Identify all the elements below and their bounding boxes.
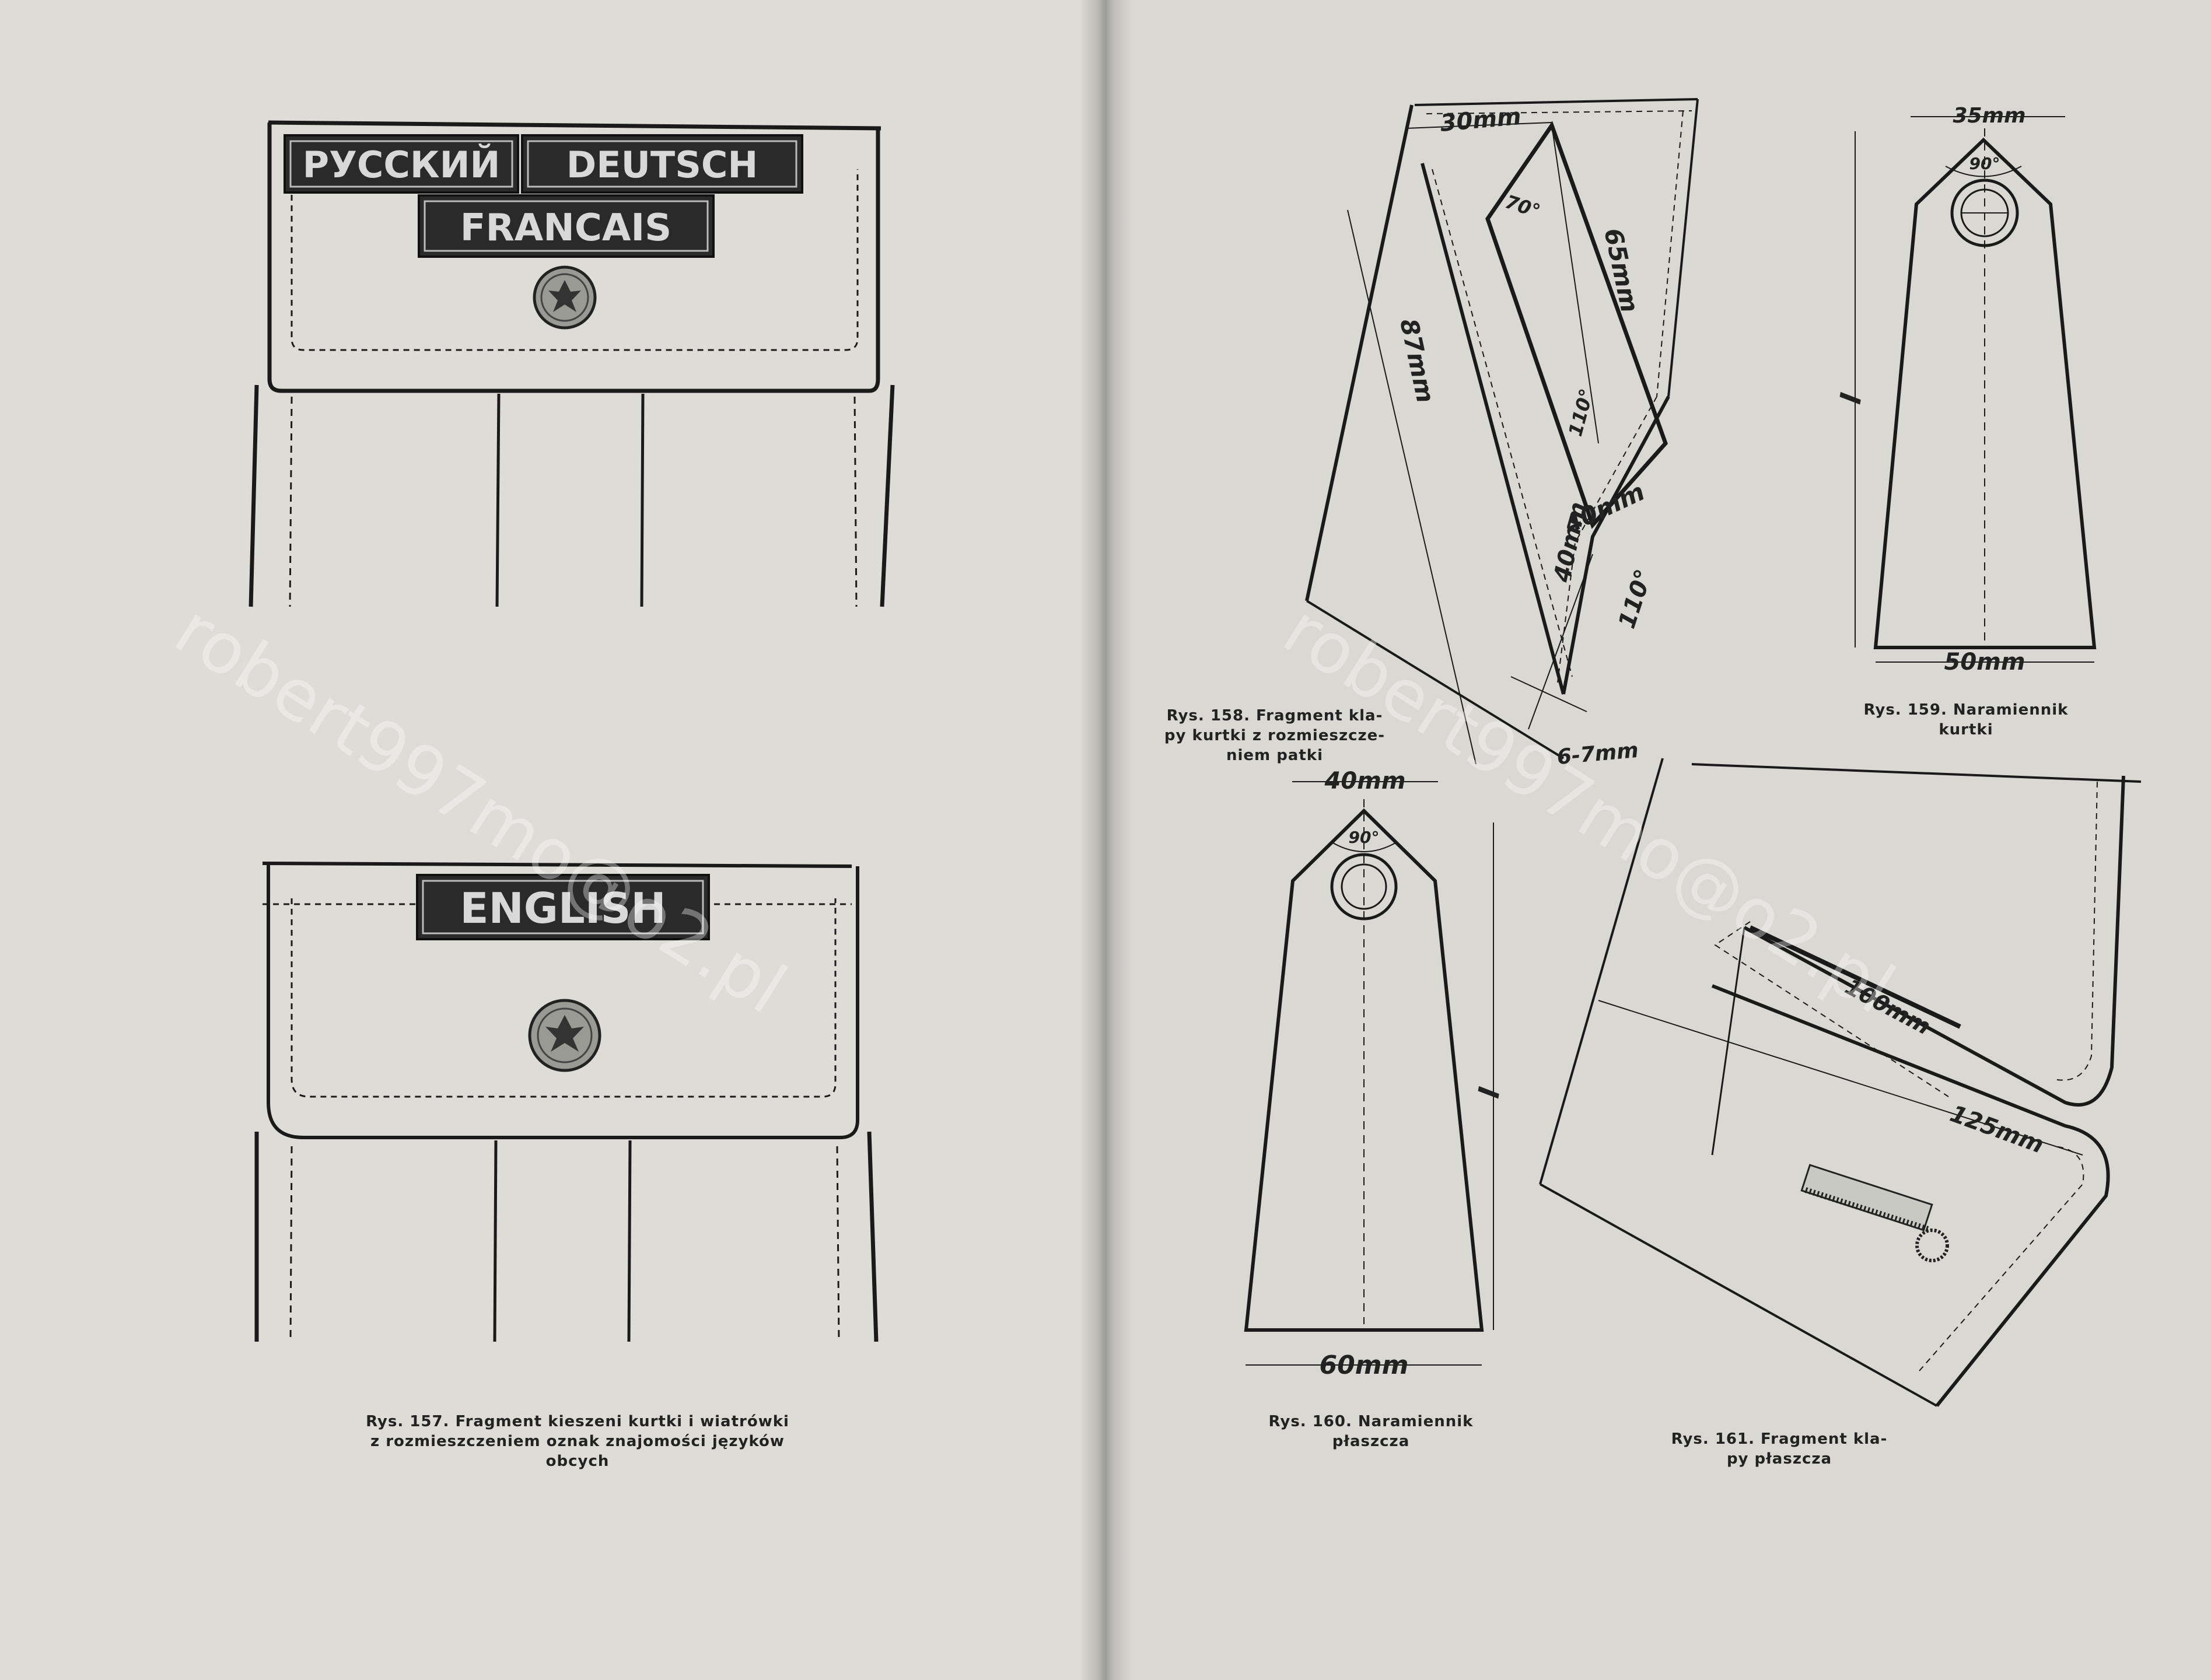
dim-110deg-outer: 110°	[1614, 566, 1658, 632]
dim-35mm: 35mm	[1953, 104, 2025, 128]
caption-line: py kurtki z rozmieszcze-	[1164, 727, 1386, 744]
caption-line: Rys. 159. Naramiennik	[1863, 701, 2069, 719]
badge-english	[416, 874, 710, 940]
figure-157-caption: Rys. 157. Fragment kieszeni kurtki i wia…	[315, 1412, 840, 1471]
caption-line: Rys. 157. Fragment kieszeni kurtki i wia…	[366, 1413, 789, 1430]
caption-line: obcych	[545, 1452, 610, 1470]
badge-french-text: FRANCAIS	[460, 206, 672, 250]
dim-60mm: 60mm	[1320, 1350, 1409, 1380]
eagle-button-icon	[533, 265, 597, 330]
figure-157-pocket-bottom: ENGLISH	[254, 862, 879, 1342]
caption-line: niem patki	[1226, 747, 1323, 764]
figure-160-caption: Rys. 160. Naramiennik płaszcza	[1243, 1412, 1499, 1451]
dim-40mm: 40mm	[1324, 768, 1405, 794]
caption-line: kurtki	[1939, 721, 1993, 738]
figure-158-lapel: 30mm 70° 65mm 87mm 110° 40mm 40mm 110° 6…	[1305, 98, 1699, 769]
eagle-button-icon	[528, 999, 601, 1072]
figure-159-caption: Rys. 159. Naramiennik kurtki	[1849, 700, 2083, 740]
badge-english-text: ENGLISH	[460, 884, 666, 933]
caption-line: py płaszcza	[1726, 1450, 1832, 1468]
book-gutter	[1079, 0, 1132, 1680]
badge-french	[418, 194, 715, 258]
badge-german-text: DEUTSCH	[566, 144, 758, 186]
badge-russian-text: РУССКИЙ	[303, 144, 501, 186]
dim-125mm: 125mm	[1947, 1100, 2048, 1158]
right-page	[1100, 0, 2211, 1680]
figure-161-coat-lapel: 100mm 125mm	[1539, 758, 2142, 1407]
figure-159-epaulette: 35mm 90° l 50mm	[1835, 104, 2097, 676]
figure-160-epaulette: 40mm 90° l 60mm	[1244, 768, 1507, 1380]
dim-length-l: l	[1835, 391, 1869, 407]
caption-line: Rys. 160. Naramiennik	[1268, 1413, 1474, 1430]
dim-90deg: 90°	[1969, 154, 2000, 173]
dim-50mm: 50mm	[1944, 649, 2025, 676]
dim-30mm: 30mm	[1439, 103, 1523, 137]
caption-line: płaszcza	[1332, 1433, 1410, 1450]
figure-157-pocket-top: РУССКИЙ DEUTSCH FRANCAIS	[249, 120, 895, 607]
dim-length-l: l	[1473, 1086, 1507, 1101]
dim-110deg-inner: 110°	[1564, 386, 1598, 439]
figure-161-caption: Rys. 161. Fragment kla- py płaszcza	[1657, 1429, 1902, 1469]
caption-line: z rozmieszczeniem oznak znajomości język…	[370, 1433, 785, 1450]
badge-russian	[284, 134, 519, 194]
figure-158-caption: Rys. 158. Fragment kla- py kurtki z rozm…	[1138, 706, 1412, 765]
caption-line: Rys. 158. Fragment kla-	[1166, 707, 1383, 724]
caption-line: Rys. 161. Fragment kla-	[1671, 1430, 1888, 1448]
dim-70deg: 70°	[1503, 190, 1543, 222]
buttonhole-icon	[1800, 1164, 1949, 1262]
dim-87mm: 87mm	[1394, 316, 1440, 405]
badge-german	[521, 134, 803, 194]
dim-90deg: 90°	[1349, 828, 1380, 847]
